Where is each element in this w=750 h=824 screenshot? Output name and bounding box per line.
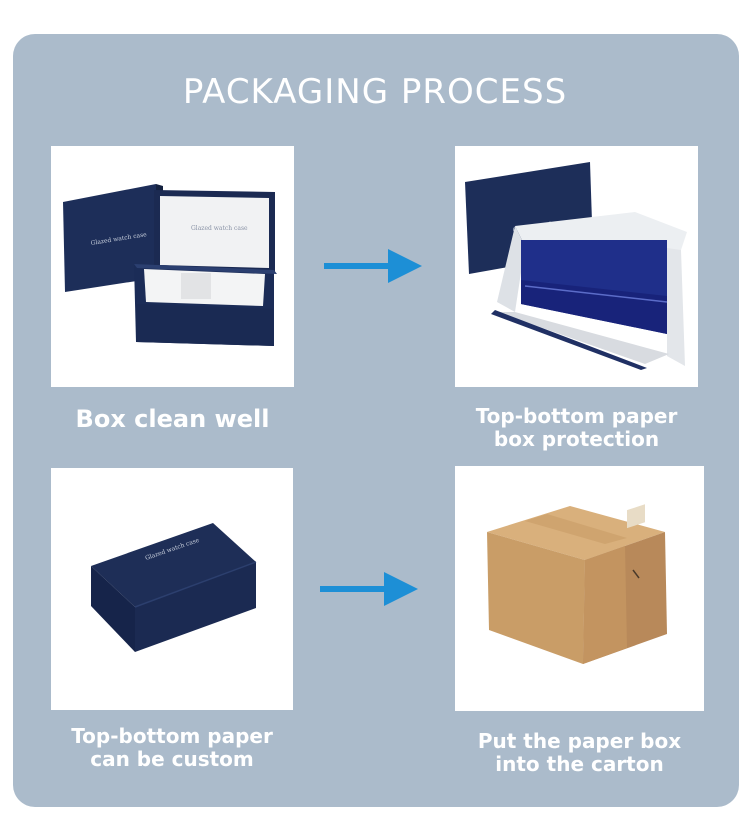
step-4-caption: Put the paper box into the carton [455,730,704,776]
step-3-image: Glazed watch case [51,468,293,710]
caption-line: Box clean well [75,405,270,433]
box-print-text-inner: Glazed watch case [191,225,248,232]
caption-line: Top-bottom paper [475,404,678,428]
step-3-caption: Top-bottom paper can be custom [51,725,293,771]
page-title: PACKAGING PROCESS [182,72,568,112]
step-1-caption: Box clean well [51,405,294,433]
caption-line: Top-bottom paper [71,724,273,748]
caption-line: can be custom [90,747,254,771]
step-2-image: Glazed watch case [455,146,698,387]
step-4-image [455,466,704,711]
arrow-right-icon [324,249,422,283]
caption-line: into the carton [495,752,664,776]
arrow-right-icon-2 [320,572,418,606]
step-1-image: Glazed watch case Glazed watch case [51,146,294,387]
step-2-caption: Top-bottom paper box protection [455,405,698,451]
caption-line: box protection [493,427,660,451]
caption-line: Put the paper box [477,729,682,753]
